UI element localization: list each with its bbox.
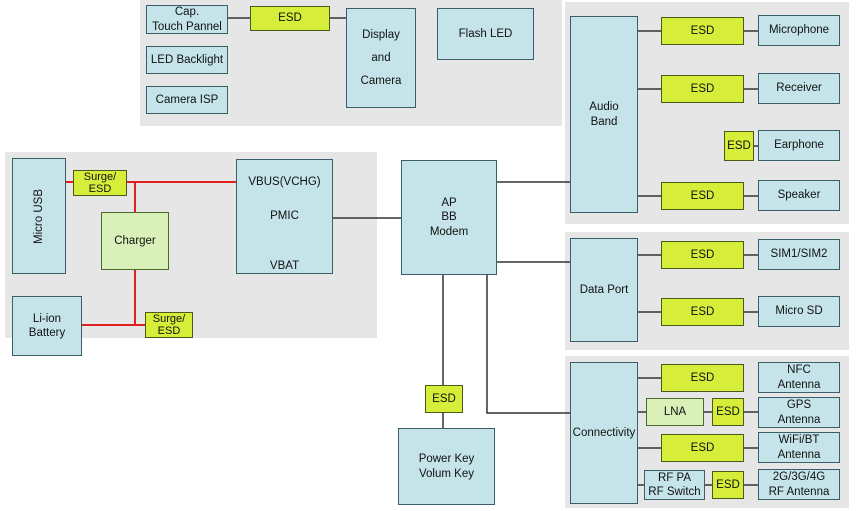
usb-surge-esd-block: Surge/ ESD xyxy=(73,170,127,196)
receiver-esd-block: ESD xyxy=(661,75,744,103)
rf-antenna-block: 2G/3G/4G RF Antenna xyxy=(758,469,840,500)
microphone-esd-block: ESD xyxy=(661,17,744,45)
rf-esd-block: ESD xyxy=(712,471,744,499)
nfc-antenna-block: NFC Antenna xyxy=(758,362,840,393)
receiver-block: Receiver xyxy=(758,73,840,104)
battery-surge-esd-block: Surge/ ESD xyxy=(145,312,193,338)
lna-block: LNA xyxy=(646,398,704,426)
charger-block: Charger xyxy=(101,212,169,270)
wifi-esd-block: ESD xyxy=(661,434,744,462)
gps-antenna-block: GPS Antenna xyxy=(758,397,840,428)
display-camera-block: Display and Camera xyxy=(346,8,416,108)
wifi-bt-antenna-block: WiFi/BT Antenna xyxy=(758,432,840,463)
pmic-name-label: PMIC xyxy=(270,210,299,222)
led-backlight-block: LED Backlight xyxy=(146,46,228,74)
micro-sd-block: Micro SD xyxy=(758,296,840,327)
rf-pa-switch-block: RF PA RF Switch xyxy=(644,470,705,500)
pmic-vbat-label: VBAT xyxy=(269,260,300,272)
speaker-block: Speaker xyxy=(758,180,840,211)
li-ion-battery-block: Li-ion Battery xyxy=(12,296,82,356)
speaker-esd-block: ESD xyxy=(661,182,744,210)
audio-band-block: Audio Band xyxy=(570,16,638,213)
pmic-block xyxy=(236,159,333,274)
sim-block: SIM1/SIM2 xyxy=(758,239,840,270)
micro-sd-esd-block: ESD xyxy=(661,298,744,326)
micro-usb-block: Micro USB xyxy=(12,158,66,274)
data-port-block: Data Port xyxy=(570,238,638,342)
sim-esd-block: ESD xyxy=(661,241,744,269)
pmic-vbus-label: VBUS(VCHG) xyxy=(248,176,321,188)
flash-led-block: Flash LED xyxy=(437,8,534,60)
display-esd-block: ESD xyxy=(250,6,330,31)
microphone-block: Microphone xyxy=(758,15,840,46)
earphone-block: Earphone xyxy=(758,130,840,161)
earphone-esd-block: ESD xyxy=(724,131,754,161)
micro-usb-label: Micro USB xyxy=(32,188,45,244)
nfc-esd-block: ESD xyxy=(661,364,744,392)
connectivity-block: Connectivity xyxy=(570,362,638,504)
ap-bb-modem-block: AP BB Modem xyxy=(401,160,497,275)
gps-esd-block: ESD xyxy=(712,398,744,426)
power-volume-key-block: Power Key Volum Key xyxy=(398,428,495,505)
power-key-esd-block: ESD xyxy=(425,385,463,413)
cap-touch-panel-block: Cap. Touch Pannel xyxy=(146,5,228,34)
camera-isp-block: Camera ISP xyxy=(146,86,228,114)
